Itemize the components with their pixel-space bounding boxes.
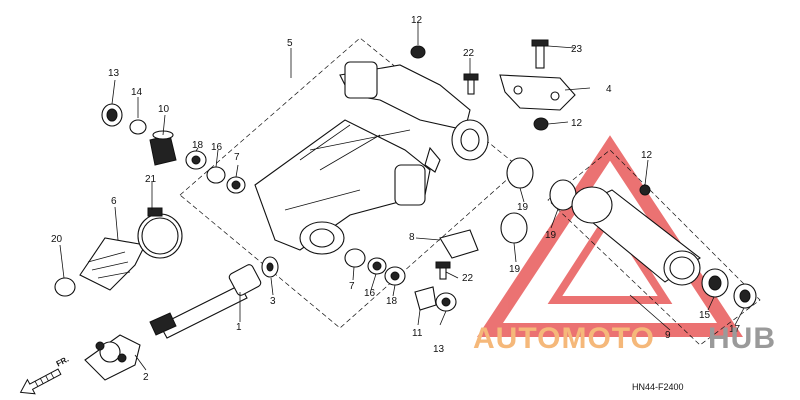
- part-label-8: 8: [409, 232, 415, 243]
- final-drive-housing: [571, 184, 757, 309]
- part-label-7b: 7: [349, 281, 355, 292]
- watermark-text-hub: HUB: [708, 322, 776, 355]
- part-label-19c: 19: [545, 230, 557, 241]
- part-label-9: 9: [665, 330, 671, 341]
- part-label-20: 20: [51, 234, 63, 245]
- small-parts: [101, 103, 457, 312]
- part-label-10: 10: [158, 104, 170, 115]
- boot-and-clamps: [54, 207, 183, 297]
- part-label-3: 3: [270, 296, 276, 307]
- part-label-19b: 19: [509, 264, 521, 275]
- rear-housing-group-box: [547, 149, 761, 346]
- part-label-13a: 13: [108, 68, 120, 79]
- drive-shaft: [149, 264, 262, 339]
- part-label-17: 17: [729, 324, 741, 335]
- leader-lines: [59, 22, 745, 371]
- part-label-22b: 22: [462, 273, 474, 284]
- part-label-16a: 16: [211, 142, 223, 153]
- part-label-16b: 16: [364, 288, 376, 299]
- part-label-11: 11: [412, 328, 423, 339]
- swingarm-group-box: [179, 37, 521, 329]
- part-label-2: 2: [143, 372, 149, 383]
- watermark-text-automoto: AUTOMOTO: [473, 322, 655, 355]
- o-rings: [500, 157, 577, 244]
- watermark-text: AUTOMOTO HUB: [473, 322, 776, 355]
- diagram-code: HN44-F2400: [632, 382, 684, 392]
- direction-label: FR.: [55, 355, 71, 369]
- part-label-4: 4: [606, 84, 612, 95]
- part-label-12b: 12: [571, 118, 583, 129]
- part-label-21: 21: [145, 174, 157, 185]
- part-label-13b: 13: [433, 344, 445, 355]
- part-label-14: 14: [131, 87, 143, 98]
- part-labels: 1 2 3 4 5 6 7 7 8 9 10 11 12 12 12 13 13…: [51, 15, 741, 383]
- brackets-and-bolts: [410, 39, 576, 280]
- swingarm: [254, 61, 489, 255]
- part-label-7a: 7: [234, 152, 240, 163]
- part-label-23: 23: [571, 44, 583, 55]
- part-label-18b: 18: [386, 296, 398, 307]
- part-label-12a: 12: [411, 15, 423, 26]
- part-label-6: 6: [111, 196, 117, 207]
- part-label-1: 1: [236, 322, 242, 333]
- universal-joint: [84, 334, 141, 381]
- part-label-18a: 18: [192, 140, 204, 151]
- front-direction-arrow: FR.: [19, 355, 71, 395]
- part-label-15: 15: [699, 310, 711, 321]
- part-label-19a: 19: [517, 202, 529, 213]
- part-label-12c: 12: [641, 150, 653, 161]
- part-label-5: 5: [287, 38, 293, 49]
- part-label-22a: 22: [463, 48, 475, 59]
